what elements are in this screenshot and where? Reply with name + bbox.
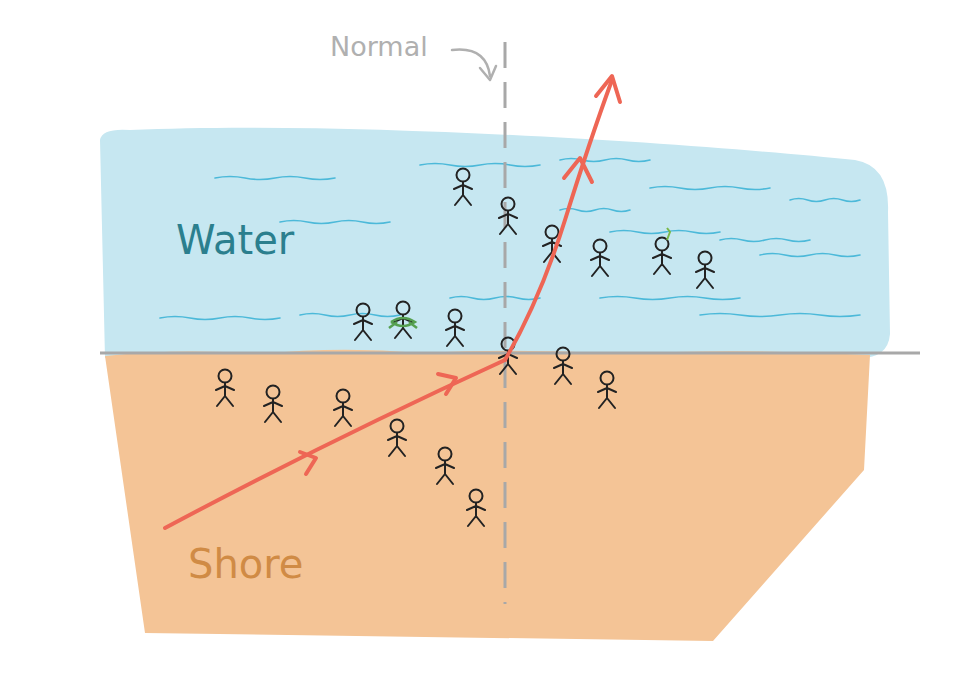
- water-region-fill: [100, 128, 890, 360]
- shore-region-fill: [105, 350, 870, 641]
- water-region: Water: [100, 122, 892, 368]
- region-label: Shore: [188, 542, 303, 586]
- leader-arrowhead: [480, 66, 496, 80]
- region-label: Water: [176, 218, 294, 262]
- ray-arrowhead: [596, 76, 620, 102]
- normal-label: Normal: [330, 32, 428, 62]
